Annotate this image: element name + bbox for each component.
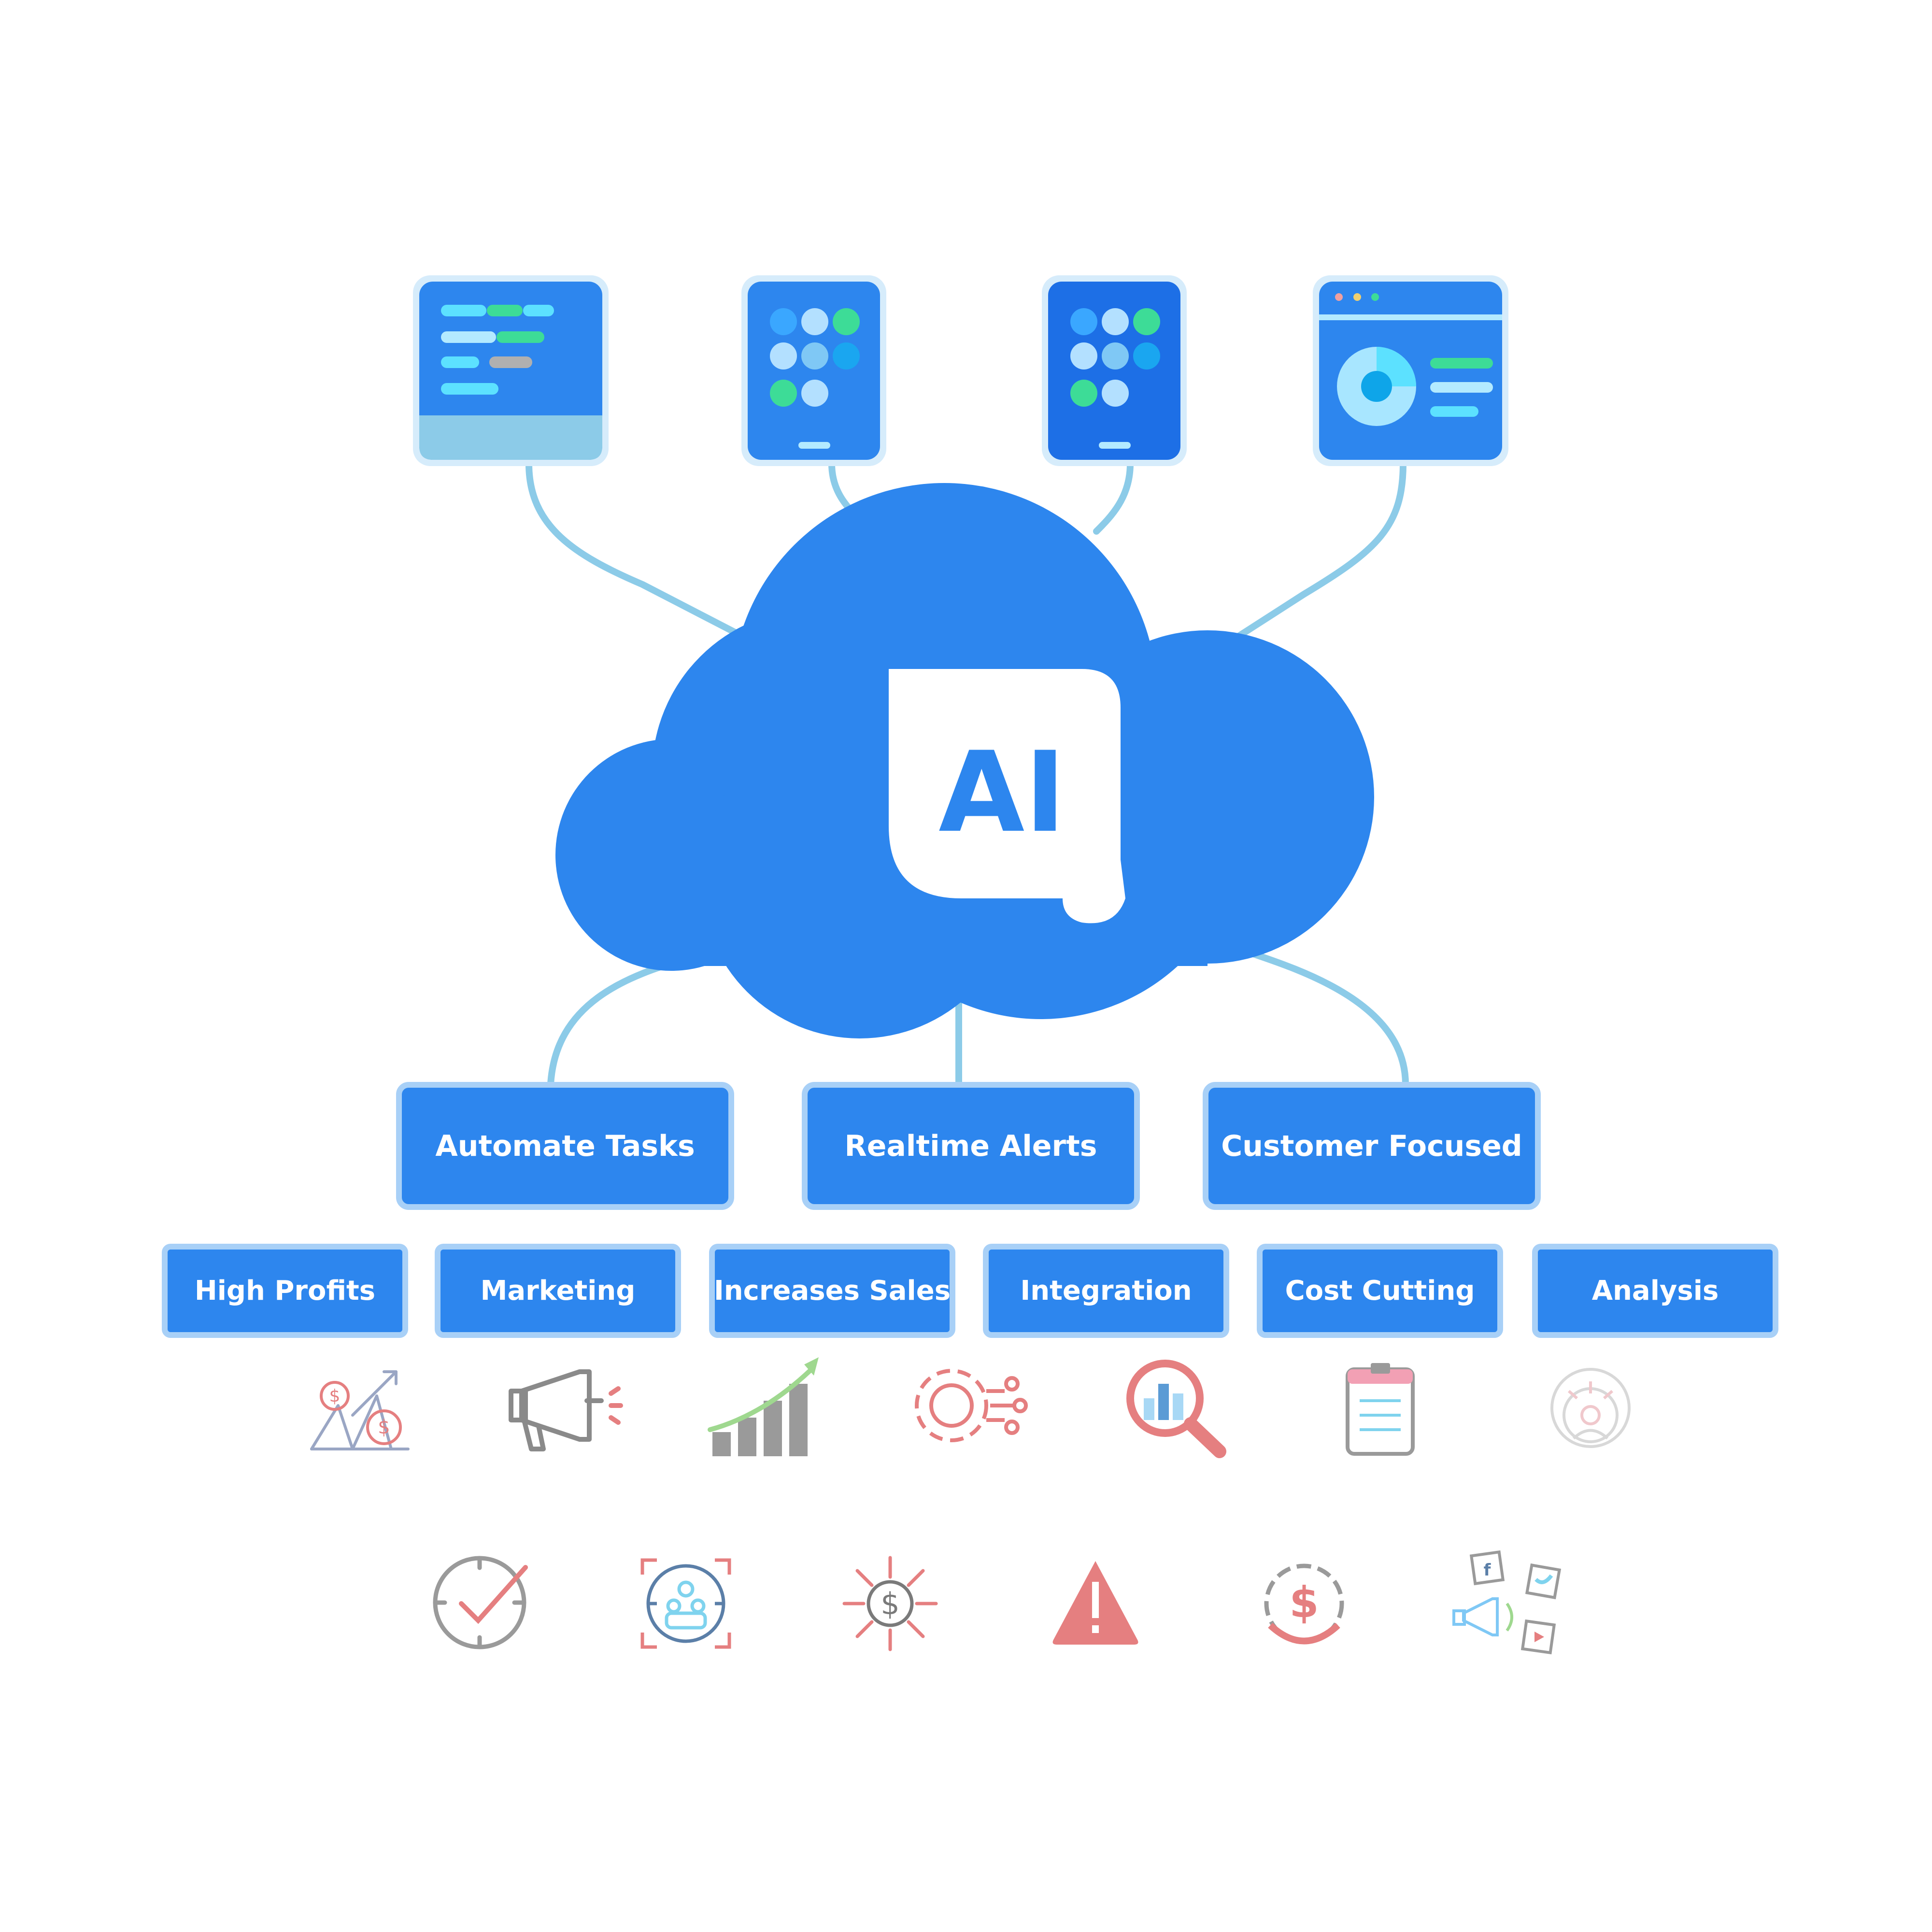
social-marketing-icon: f xyxy=(1452,1550,1562,1655)
connector-tablet-2 xyxy=(1093,460,1134,535)
svg-text:$: $ xyxy=(378,1416,390,1438)
benefit-cost-cutting[interactable]: Cost Cutting xyxy=(1257,1244,1503,1338)
customer-focus-icon xyxy=(1550,1368,1631,1448)
tablet-device-1 xyxy=(741,275,886,466)
dashboard-device xyxy=(1313,275,1508,466)
ai-label: AI xyxy=(938,728,1066,857)
cost-cycle-icon: $ xyxy=(1264,1563,1344,1645)
connector-dashboard-device xyxy=(1233,460,1406,641)
benefit-marketing[interactable]: Marketing xyxy=(435,1244,681,1338)
integration-gear-icon xyxy=(915,1369,1028,1442)
svg-text:f: f xyxy=(1484,1561,1492,1580)
growth-chart-icon xyxy=(708,1357,819,1456)
svg-text:$: $ xyxy=(881,1586,899,1621)
profit-growth-icon: $ $ xyxy=(310,1370,410,1450)
svg-text:$: $ xyxy=(329,1386,341,1406)
benefit-high-profits[interactable]: High Profits xyxy=(162,1244,408,1338)
speech-bubble xyxy=(889,669,1125,923)
feature-customer-focused[interactable]: Customer Focused xyxy=(1203,1082,1541,1210)
document-device xyxy=(413,275,609,466)
feature-realtime-alerts[interactable]: Realtime Alerts xyxy=(802,1082,1140,1210)
connector-customer-focused xyxy=(1243,948,1409,1088)
megaphone-icon xyxy=(509,1369,623,1451)
analysis-magnifier-icon xyxy=(1126,1360,1226,1458)
svg-text:$: $ xyxy=(1289,1577,1319,1627)
tablet-device-2 xyxy=(1042,275,1187,466)
benefit-increases-sales[interactable]: Increases Sales xyxy=(709,1244,955,1338)
ai-logo: AI xyxy=(889,669,1125,923)
clock-check-icon xyxy=(433,1556,528,1649)
feature-automate-tasks[interactable]: Automate Tasks xyxy=(396,1082,734,1210)
benefit-integration[interactable]: Integration xyxy=(983,1244,1229,1338)
clipboard-icon xyxy=(1346,1363,1415,1456)
target-team-icon xyxy=(640,1558,731,1649)
dollar-spread-icon: $ xyxy=(842,1556,938,1651)
connector-document-device xyxy=(526,460,786,660)
benefit-analysis[interactable]: Analysis xyxy=(1532,1244,1778,1338)
warning-icon xyxy=(1052,1561,1138,1645)
